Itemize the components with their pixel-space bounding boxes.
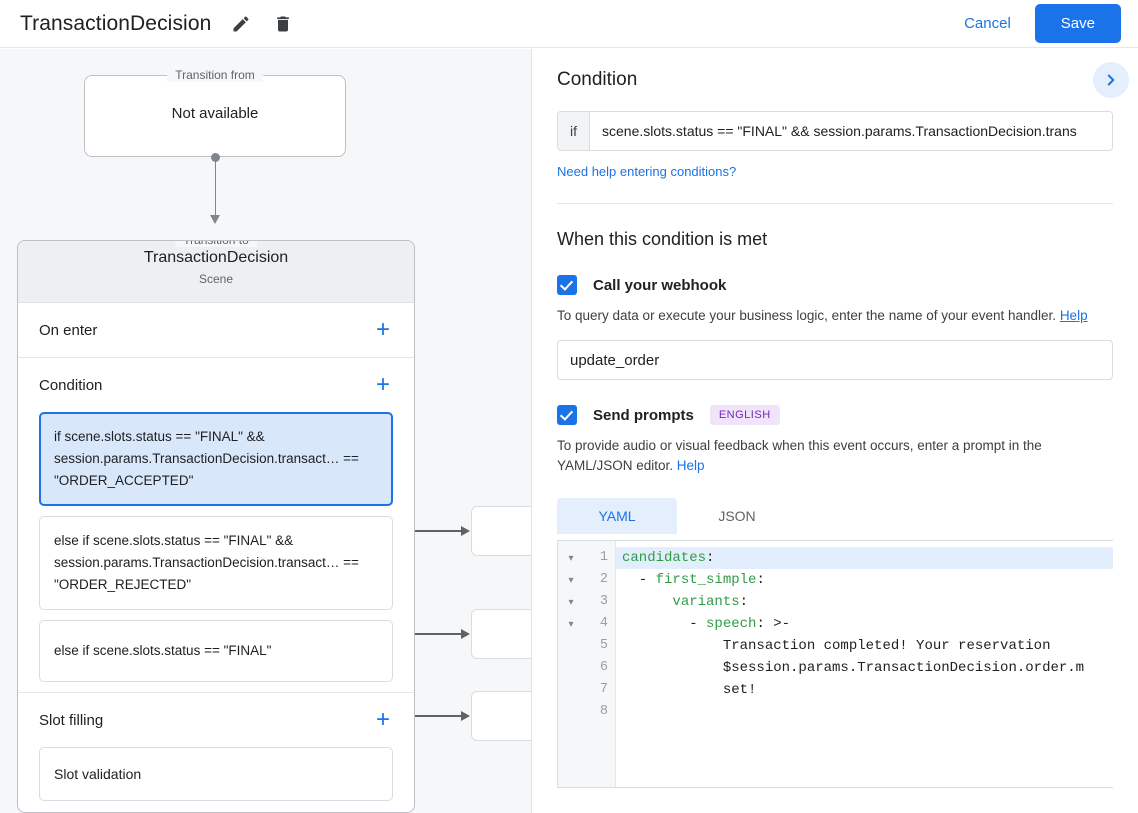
webhook-help-link[interactable]: Help	[1059, 308, 1088, 323]
condition-input[interactable]	[590, 112, 1112, 150]
call-webhook-label: Call your webhook	[593, 276, 727, 294]
code-line[interactable]: candidates:	[616, 547, 1113, 569]
webhook-hint-text: To query data or execute your business l…	[557, 308, 1060, 323]
detail-header: Condition	[532, 49, 1138, 111]
fold-toggle-icon[interactable]: ▾	[568, 618, 574, 630]
condition-list-item[interactable]: else if scene.slots.status == "FINAL"	[39, 620, 393, 682]
fold-toggle-icon	[558, 679, 584, 701]
section-condition: Condition + if scene.slots.status == "FI…	[18, 358, 414, 693]
scene-header: TransactionDecision Scene	[18, 241, 414, 303]
transition-to-card: Transition to TransactionDecision Scene …	[17, 240, 415, 813]
condition-list-item[interactable]: else if scene.slots.status == "FINAL" &&…	[39, 516, 393, 610]
fold-toggle-icon	[558, 657, 584, 679]
condition-input-row: if	[557, 111, 1113, 151]
connector-line	[214, 159, 216, 217]
line-number: 3	[599, 594, 608, 609]
event-handler-input[interactable]	[557, 340, 1113, 380]
line-number: 5	[599, 638, 608, 653]
tab-yaml[interactable]: YAML	[557, 498, 677, 534]
yaml-code-editor[interactable]: ▾ ▾ ▾ ▾ 1 2 3 4 5 6 7 8 candidates:	[557, 540, 1113, 788]
edge-line	[400, 530, 462, 532]
condition-help-link[interactable]: Need help entering conditions?	[557, 164, 737, 179]
code-line[interactable]: variants:	[672, 594, 749, 610]
save-button[interactable]: Save	[1034, 4, 1121, 43]
line-number: 1	[599, 550, 608, 565]
line-number: 7	[599, 682, 608, 697]
fold-toggle-icon[interactable]: ▾	[568, 552, 574, 564]
connector-arrow-icon	[210, 215, 220, 224]
line-number: 8	[599, 704, 608, 719]
fold-toggle-icon[interactable]: ▾	[568, 574, 574, 586]
add-slot-filling-button[interactable]: +	[375, 706, 390, 733]
prompts-hint-text: To provide audio or visual feedback when…	[557, 438, 1042, 473]
prompts-check-row: Send prompts ENGLISH	[557, 405, 1113, 425]
fold-toggle-icon	[558, 635, 584, 657]
scene-graph-panel: Transition from Not available Transition…	[0, 49, 531, 813]
call-webhook-checkbox[interactable]	[557, 275, 577, 295]
add-on-enter-button[interactable]: +	[375, 316, 390, 343]
tab-json[interactable]: JSON	[718, 508, 756, 524]
condition-if-prefix: if	[558, 112, 590, 150]
code-line[interactable]: - speech: >-	[622, 616, 791, 632]
slot-validation-item[interactable]: Slot validation	[39, 747, 393, 801]
line-number: 2	[599, 572, 608, 587]
detail-title: Condition	[557, 69, 638, 90]
panel-divider	[531, 49, 532, 813]
transition-from-value: Not available	[171, 105, 259, 122]
section-divider	[557, 203, 1113, 204]
code-area[interactable]: candidates: - first_simple: variants: - …	[616, 541, 1113, 787]
send-prompts-label: Send prompts	[593, 406, 694, 424]
section-slot-filling: Slot filling + Slot validation	[18, 693, 414, 801]
edge-line	[400, 633, 462, 635]
transition-from-legend: Transition from	[167, 68, 263, 82]
page-title: TransactionDecision	[20, 11, 212, 35]
send-prompts-checkbox[interactable]	[557, 405, 577, 425]
fold-toggle-icon[interactable]: ▾	[568, 596, 574, 608]
top-bar-actions: Cancel Save	[950, 4, 1138, 43]
connector-dot	[211, 153, 220, 162]
when-condition-met-title: When this condition is met	[557, 229, 768, 249]
edge-arrow-icon	[461, 629, 470, 639]
code-line[interactable]	[616, 701, 1113, 723]
section-title-condition: Condition	[39, 376, 103, 394]
webhook-hint: To query data or execute your business l…	[557, 306, 1113, 326]
transition-target-stub[interactable]	[471, 691, 531, 741]
top-bar: TransactionDecision Cancel Save	[0, 0, 1138, 48]
prompts-help-link[interactable]: Help	[676, 458, 705, 473]
edge-line	[400, 715, 462, 717]
line-number: 6	[599, 660, 608, 675]
trash-icon[interactable]	[271, 12, 295, 36]
condition-list-item[interactable]: if scene.slots.status == "FINAL" && sess…	[39, 412, 393, 506]
transition-to-legend: Transition to	[175, 241, 257, 247]
section-title-on-enter: On enter	[39, 321, 98, 339]
cancel-button[interactable]: Cancel	[950, 6, 1025, 41]
webhook-check-row: Call your webhook	[557, 275, 1113, 295]
line-number: 4	[599, 616, 608, 631]
code-line[interactable]: set!	[622, 682, 757, 698]
fold-toggle-icon	[558, 701, 584, 723]
when-condition-met-block: When this condition is met Call your web…	[532, 229, 1138, 788]
section-on-enter: On enter +	[18, 303, 414, 358]
scene-type: Scene	[198, 272, 234, 286]
line-number-gutter: 1 2 3 4 5 6 7 8	[584, 541, 616, 787]
editor-format-tabs: YAML JSON	[557, 498, 1113, 534]
edge-arrow-icon	[461, 526, 470, 536]
pencil-icon[interactable]	[229, 12, 253, 36]
transition-target-stub[interactable]	[471, 506, 531, 556]
code-line[interactable]: - first_simple:	[622, 572, 765, 588]
edge-arrow-icon	[461, 711, 470, 721]
code-line[interactable]: Transaction completed! Your reservation	[622, 638, 1051, 654]
chevron-right-icon[interactable]	[1093, 62, 1129, 98]
fold-gutter: ▾ ▾ ▾ ▾	[558, 541, 584, 787]
scene-name: TransactionDecision	[143, 249, 289, 266]
detail-panel: Condition if Need help entering conditio…	[532, 49, 1138, 813]
section-title-slot-filling: Slot filling	[39, 711, 104, 729]
transition-target-stub[interactable]	[471, 609, 531, 659]
add-condition-button[interactable]: +	[375, 371, 390, 398]
condition-editor-block: if Need help entering conditions?	[532, 111, 1138, 204]
prompts-hint: To provide audio or visual feedback when…	[557, 436, 1113, 476]
transition-from-card: Transition from Not available	[84, 68, 346, 157]
language-badge: ENGLISH	[709, 405, 780, 425]
code-line[interactable]: $session.params.TransactionDecision.orde…	[622, 660, 1085, 676]
